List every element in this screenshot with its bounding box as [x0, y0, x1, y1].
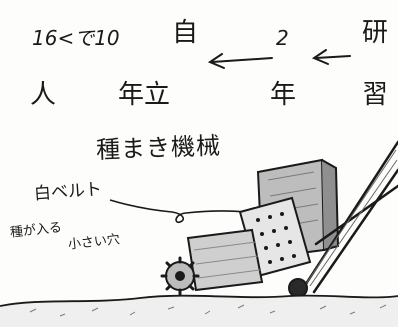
machine-title: 種まき機械 — [95, 131, 222, 165]
timeline-kanji-self: 自 — [172, 18, 199, 48]
timeline-kanji-people: 人 — [30, 80, 57, 110]
timeline-kanji-learn: 習 — [362, 80, 389, 110]
belt-pointer-line — [109, 199, 246, 224]
arrow-left-1 — [207, 53, 273, 69]
timeline-kanji-year: 年 — [270, 80, 297, 110]
handle-shading — [305, 149, 398, 287]
timeline-left-number: 16<で10 — [32, 26, 120, 50]
arrow-left-2 — [311, 49, 351, 65]
ground-soil — [0, 294, 398, 327]
rear-roller — [288, 278, 308, 298]
timeline-kanji-year-established: 年立 — [118, 80, 171, 110]
timeline-kanji-research: 研 — [362, 18, 389, 48]
belt-label: 白ベルト — [33, 179, 103, 205]
gear-wheel — [160, 256, 200, 296]
timeline-mid-number: 2 — [276, 26, 289, 50]
machine-body — [186, 228, 264, 292]
